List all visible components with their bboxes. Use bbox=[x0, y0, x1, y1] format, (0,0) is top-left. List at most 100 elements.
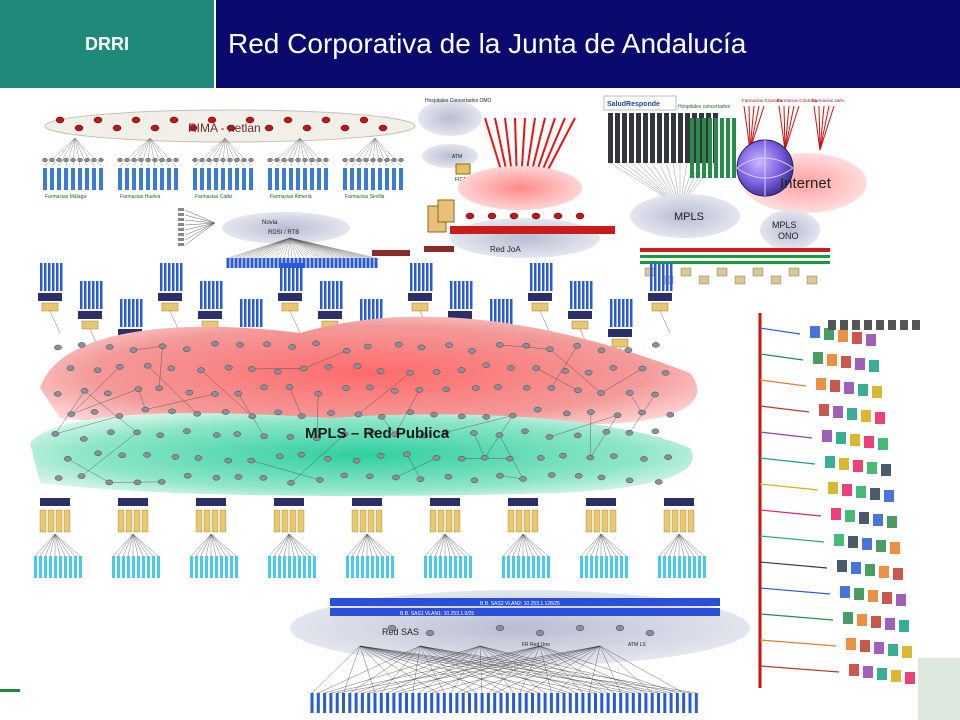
terminal-bar bbox=[256, 299, 259, 327]
router-icon bbox=[207, 116, 217, 124]
pharmacy-bar bbox=[153, 168, 157, 190]
terminal-bar bbox=[587, 693, 591, 713]
link-line bbox=[259, 237, 291, 259]
server-icon bbox=[819, 404, 829, 416]
link-line bbox=[343, 645, 361, 694]
router-icon bbox=[562, 410, 571, 417]
server-rack-icon bbox=[636, 113, 641, 163]
link-line bbox=[283, 237, 291, 259]
router-icon bbox=[403, 451, 411, 458]
server-icon bbox=[850, 434, 860, 446]
link-line bbox=[659, 310, 671, 334]
link-line bbox=[149, 137, 177, 167]
terminal-bar bbox=[368, 299, 371, 327]
terminal-icon bbox=[266, 258, 270, 268]
link-line bbox=[366, 533, 393, 557]
server-icon bbox=[81, 320, 99, 330]
router-icon bbox=[54, 344, 62, 351]
router-icon bbox=[507, 365, 515, 371]
router-icon bbox=[188, 124, 198, 132]
terminal-bar bbox=[638, 693, 642, 713]
router-icon bbox=[609, 453, 618, 459]
link-line bbox=[759, 535, 825, 543]
server-icon bbox=[891, 670, 901, 682]
router-icon bbox=[90, 409, 99, 415]
switch-icon bbox=[508, 498, 538, 506]
link-line bbox=[759, 431, 813, 439]
link-line bbox=[444, 533, 471, 557]
terminal-icon bbox=[178, 208, 184, 211]
router-icon bbox=[129, 347, 138, 353]
pharmacy-bar bbox=[214, 168, 218, 190]
link-line bbox=[590, 533, 602, 557]
link-line bbox=[818, 105, 821, 151]
link-line bbox=[783, 105, 786, 151]
terminal-bar bbox=[470, 281, 473, 309]
terminal-icon bbox=[314, 258, 318, 268]
terminal-bar bbox=[152, 556, 155, 578]
link-line bbox=[227, 237, 291, 259]
router-icon bbox=[536, 455, 545, 461]
switch-icon bbox=[586, 498, 616, 506]
router-icon bbox=[376, 368, 385, 374]
router-icon bbox=[545, 434, 554, 440]
server-icon bbox=[687, 509, 695, 533]
router-icon bbox=[93, 116, 103, 124]
link-line bbox=[351, 533, 368, 557]
server-icon bbox=[663, 509, 671, 533]
pharmacy-bar bbox=[399, 168, 403, 190]
terminal-bar bbox=[459, 556, 462, 578]
link-line bbox=[522, 533, 549, 557]
server-icon bbox=[846, 638, 856, 650]
link-line bbox=[539, 310, 551, 334]
terminal-bar bbox=[522, 556, 525, 578]
terminal-bar bbox=[703, 556, 706, 578]
server-icon bbox=[827, 354, 837, 366]
farmacia-label: Farmacias Málaga bbox=[45, 194, 86, 200]
terminal-bar bbox=[650, 693, 654, 713]
link-line bbox=[190, 533, 212, 557]
link-line bbox=[759, 665, 840, 673]
terminal-bar bbox=[351, 556, 354, 578]
link-line bbox=[499, 475, 524, 480]
terminal-bar bbox=[208, 281, 211, 309]
terminal-bar bbox=[542, 263, 545, 291]
router-icon bbox=[234, 390, 243, 397]
terminal-bar bbox=[449, 556, 452, 578]
terminal-icon bbox=[254, 258, 258, 268]
link-line bbox=[195, 533, 212, 557]
router-icon bbox=[63, 456, 72, 462]
link-line bbox=[74, 137, 102, 167]
server-icon bbox=[507, 509, 515, 533]
terminal-icon bbox=[262, 258, 266, 268]
pharmacy-bar bbox=[160, 168, 164, 190]
terminal-bar bbox=[582, 281, 585, 309]
link-line bbox=[337, 645, 601, 694]
pharmacy-bar bbox=[357, 168, 361, 190]
link-line bbox=[210, 533, 227, 557]
link-line bbox=[678, 533, 695, 557]
link-line bbox=[289, 237, 333, 259]
switch-icon bbox=[648, 293, 672, 301]
terminal-bar bbox=[225, 556, 228, 578]
router-icon bbox=[42, 158, 48, 162]
link-line bbox=[778, 105, 786, 151]
link-line bbox=[289, 237, 377, 259]
terminal-icon bbox=[238, 258, 242, 268]
terminal-bar bbox=[335, 693, 339, 713]
router-icon bbox=[221, 409, 230, 415]
router-icon bbox=[482, 362, 491, 368]
terminal-bar bbox=[386, 556, 389, 578]
terminal-bar bbox=[379, 693, 383, 713]
terminal-bar bbox=[546, 263, 549, 291]
switch-icon bbox=[352, 498, 382, 506]
terminal-bar bbox=[140, 299, 143, 327]
server-icon bbox=[869, 360, 879, 372]
link-line bbox=[184, 222, 216, 236]
link-line bbox=[395, 457, 437, 478]
terminal-bar bbox=[100, 281, 103, 309]
title-bar: Red Corporativa de la Junta de Andalucía bbox=[216, 0, 960, 88]
router-icon bbox=[118, 452, 127, 459]
terminal-bar bbox=[605, 556, 608, 578]
terminal-bar bbox=[450, 281, 453, 309]
